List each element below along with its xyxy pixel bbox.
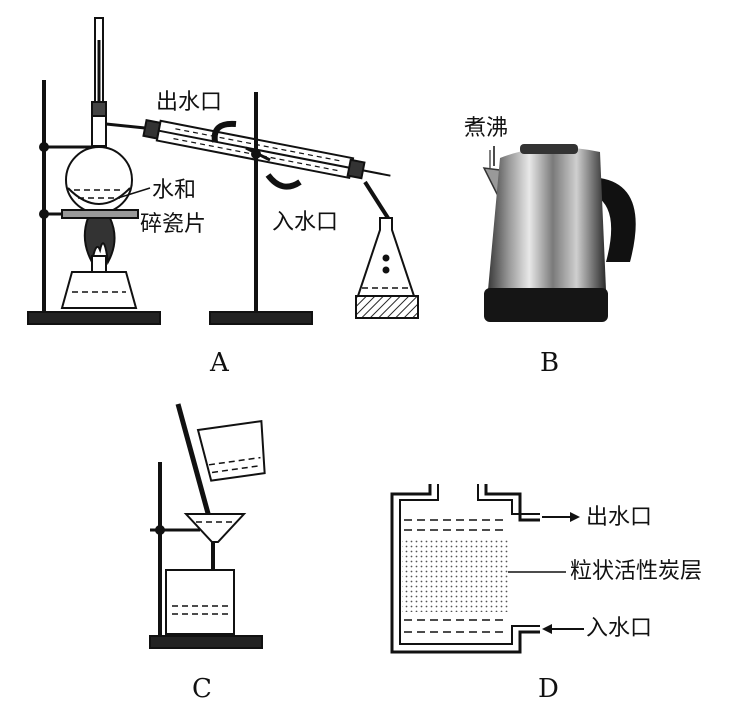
receiving-beaker (166, 570, 234, 634)
kettle-base (484, 288, 608, 322)
kettle-lid (520, 144, 578, 154)
panel-b-kettle (484, 144, 636, 322)
panel-a-distillation (28, 18, 418, 324)
stand-base-left (28, 312, 160, 324)
pouring-beaker (198, 421, 269, 481)
alcohol-lamp (62, 272, 136, 308)
wood-block (356, 296, 418, 318)
label-d-outlet: 出水口 (586, 507, 652, 529)
stand-base-middle (210, 312, 312, 324)
inlet-arrow (542, 624, 552, 634)
caption-a: A (210, 350, 229, 376)
label-d-inlet: 入水口 (586, 618, 652, 640)
caption-c: C (192, 676, 212, 702)
carbon-bed (402, 540, 510, 612)
label-a-outlet: 出水口 (156, 92, 222, 114)
wire-gauze (62, 210, 138, 218)
label-a-flask-line2: 碎瓷片 (140, 214, 206, 236)
label-a-flask-line1: 水和 (152, 180, 196, 202)
caption-b: B (540, 350, 559, 376)
condenser-inlet-pipe (268, 175, 300, 187)
funnel (186, 514, 244, 542)
panel-d-carbon-column (392, 484, 584, 652)
label-a-inlet: 入水口 (272, 212, 338, 234)
panel-c-filtration (150, 404, 269, 648)
stand-base-c (150, 636, 262, 648)
caption-d: D (538, 676, 559, 702)
label-d-carbon: 粒状活性炭层 (570, 561, 702, 583)
outlet-arrow (570, 512, 580, 522)
kettle-body (488, 147, 606, 290)
label-b-boil: 煮沸 (464, 118, 508, 140)
